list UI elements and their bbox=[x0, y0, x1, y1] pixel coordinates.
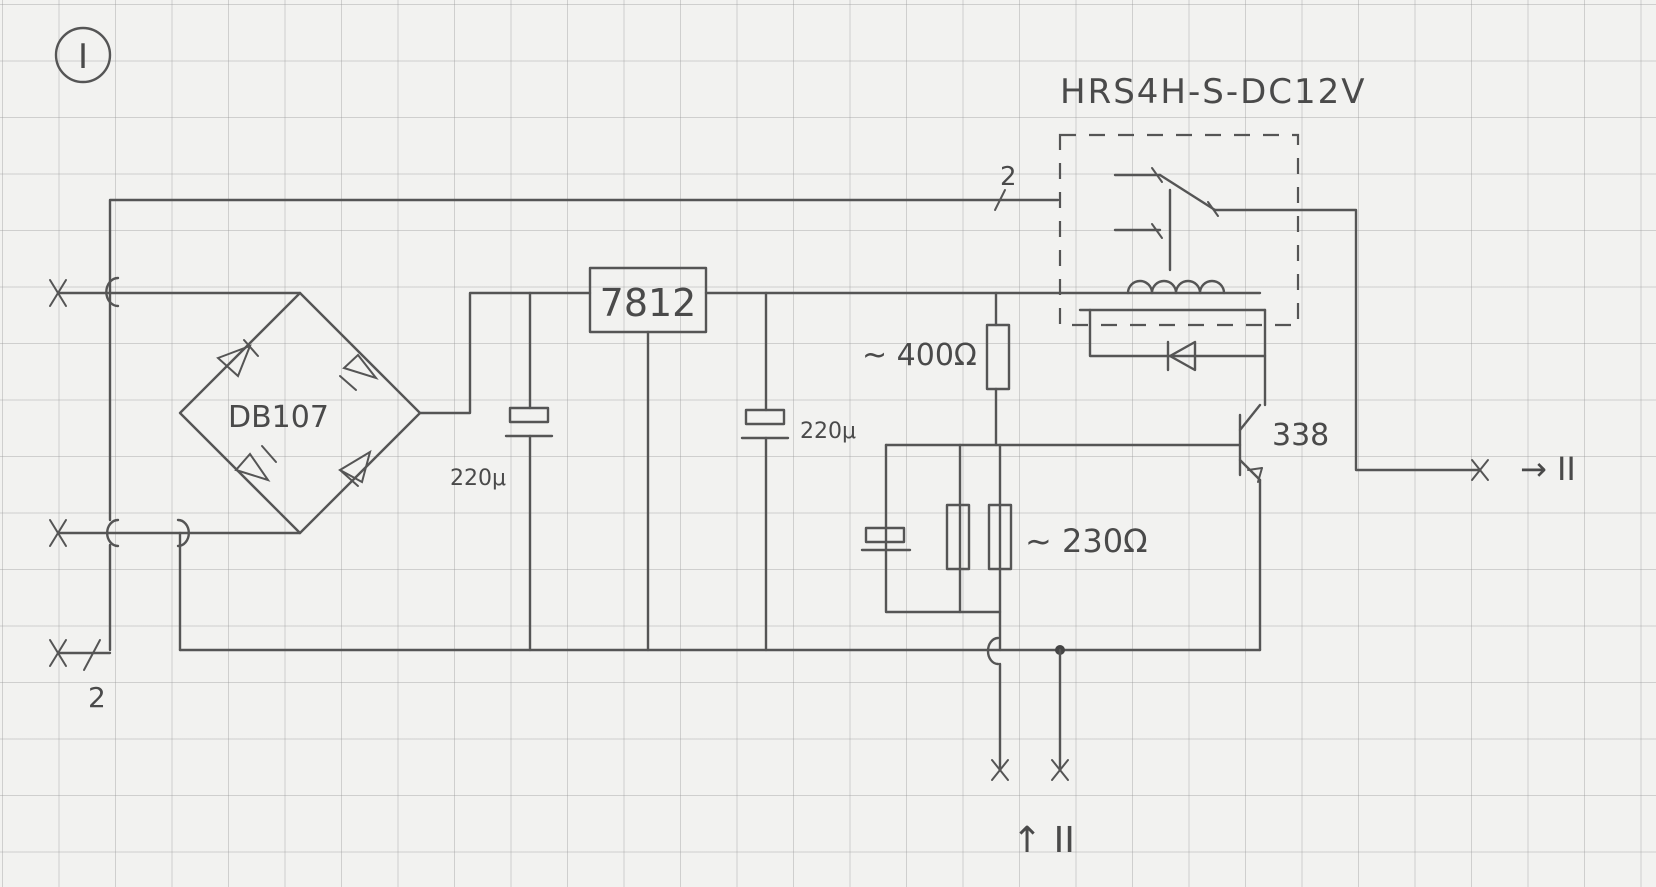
base-network-frame bbox=[884, 443, 1002, 614]
wire-dc-plus bbox=[418, 291, 592, 415]
sheet-marker: I bbox=[54, 26, 112, 84]
resistor-bottom bbox=[987, 503, 1013, 571]
output-bottom-label: ↑ II bbox=[1012, 820, 1075, 861]
relay-enclosure bbox=[1058, 133, 1300, 327]
resistor-top bbox=[985, 323, 1011, 391]
wire-count-top: 2 bbox=[1000, 162, 1017, 192]
transistor bbox=[1238, 403, 1263, 483]
cap-out-plate bbox=[744, 408, 786, 426]
crossover-ground bbox=[986, 636, 1000, 666]
wire-top-feed bbox=[108, 198, 1060, 292]
cap-in-label: 220μ bbox=[450, 466, 506, 491]
sheet-marker-text: I bbox=[78, 37, 88, 77]
flyback-loop bbox=[1088, 308, 1267, 358]
relay-contacts bbox=[1113, 167, 1219, 272]
output-bottom-terminals bbox=[991, 759, 1069, 781]
flyback-diode bbox=[1166, 340, 1197, 372]
regulator-label: 7812 bbox=[600, 281, 697, 325]
resistor-bottom-label: ~ 230Ω bbox=[1025, 522, 1148, 560]
cap-in-plate bbox=[508, 406, 550, 424]
bridge-label: DB107 bbox=[228, 400, 329, 435]
wire-count-left: 2 bbox=[88, 681, 106, 714]
wire-switched-out bbox=[1213, 208, 1482, 472]
cap-base-plate bbox=[864, 526, 906, 544]
output-right-label: → II bbox=[1520, 450, 1576, 488]
transistor-label: 338 bbox=[1272, 418, 1329, 453]
resistor-mid bbox=[945, 503, 971, 571]
resistor-top-label: ~ 400Ω bbox=[862, 338, 977, 373]
cap-out-label: 220μ bbox=[800, 419, 856, 444]
bridge-rectifier bbox=[178, 291, 422, 535]
input-terminals bbox=[49, 279, 101, 671]
output-right-terminal bbox=[1471, 459, 1489, 481]
relay-coil bbox=[1078, 279, 1267, 312]
wire-count-slash-top bbox=[994, 189, 1006, 211]
relay-label: HRS4H-S-DC12V bbox=[1060, 72, 1367, 112]
